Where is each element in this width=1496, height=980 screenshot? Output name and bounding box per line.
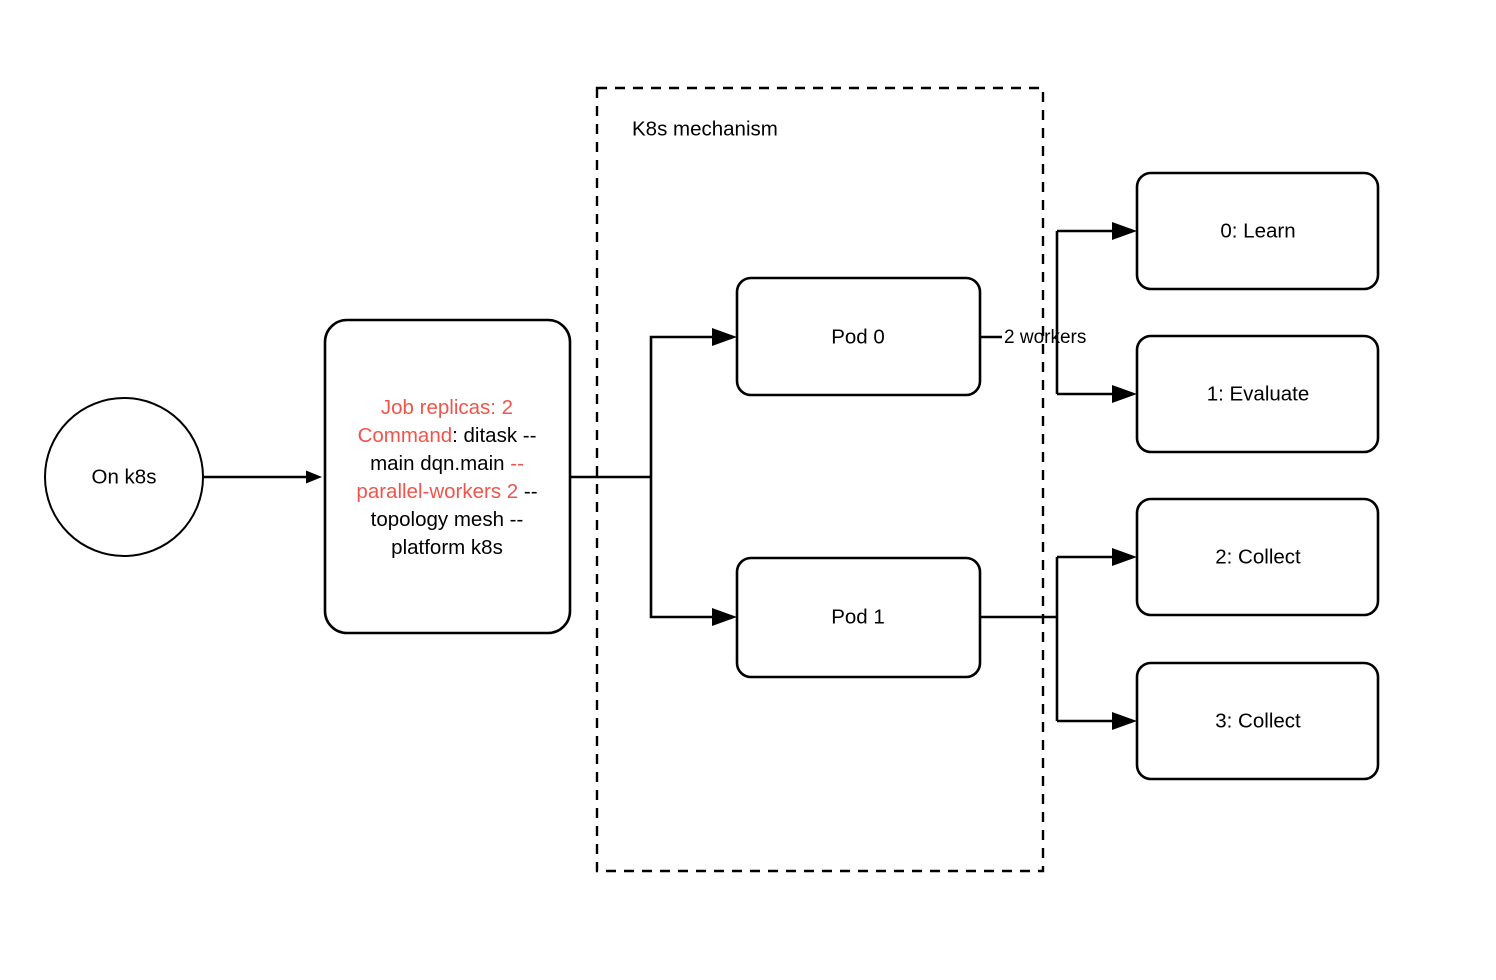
task-node-0-label: 0: Learn <box>1220 219 1295 242</box>
job-command-seg-dashdash: -- <box>510 452 524 475</box>
job-command-line-6: platform k8s <box>391 536 503 559</box>
job-command-seg-replicas: Job replicas: 2 <box>381 396 513 419</box>
task-node-0[interactable] <box>1135 171 1380 291</box>
arrowhead-to-task1 <box>1112 385 1137 403</box>
job-command-seg-trailing-dash: -- <box>518 480 537 503</box>
job-command-line-3: main dqn.main -- <box>370 452 524 475</box>
job-command-seg-parallel-workers: parallel-workers 2 <box>356 480 518 503</box>
job-command-node[interactable] <box>323 318 572 635</box>
arrowhead-start-to-job <box>306 470 322 484</box>
task-node-3-label: 3: Collect <box>1215 709 1301 732</box>
job-command-seg-command-key: Command <box>358 424 453 447</box>
arrowhead-to-pod1 <box>712 608 737 626</box>
arrowhead-to-pod0 <box>712 328 737 346</box>
job-command-seg-ditask: : ditask -- <box>452 424 536 447</box>
arrowhead-to-task0 <box>1112 222 1137 240</box>
start-node-label: On k8s <box>92 465 157 488</box>
task-node-3[interactable] <box>1135 661 1380 781</box>
edge-trunk-to-pod1 <box>649 477 715 619</box>
job-command-line-5: topology mesh -- <box>371 508 524 531</box>
job-command-line-2: Command: ditask -- <box>358 424 537 447</box>
job-command-seg-main: main dqn.main <box>370 452 510 475</box>
task-node-1-label: 1: Evaluate <box>1207 382 1310 405</box>
arrowhead-to-task3 <box>1112 712 1137 730</box>
job-command-line-1: Job replicas: 2 <box>381 396 513 419</box>
task-node-2[interactable] <box>1135 497 1380 617</box>
job-command-line-4: parallel-workers 2 -- <box>356 480 537 503</box>
job-command-seg-platform: platform k8s <box>391 536 503 559</box>
pod-node-0-label: Pod 0 <box>831 325 885 348</box>
edge-label-2-workers: 2 workers <box>1004 327 1086 348</box>
task-node-1[interactable] <box>1135 334 1380 454</box>
arrowhead-to-task2 <box>1112 548 1137 566</box>
k8s-mechanism-label: K8s mechanism <box>632 117 778 140</box>
k8s-mechanism-boundary <box>595 86 1045 873</box>
edge-trunk-to-pod0 <box>649 335 715 477</box>
task-node-2-label: 2: Collect <box>1215 545 1301 568</box>
job-command-seg-topology: topology mesh -- <box>371 508 524 531</box>
pod-node-1-label: Pod 1 <box>831 605 885 628</box>
